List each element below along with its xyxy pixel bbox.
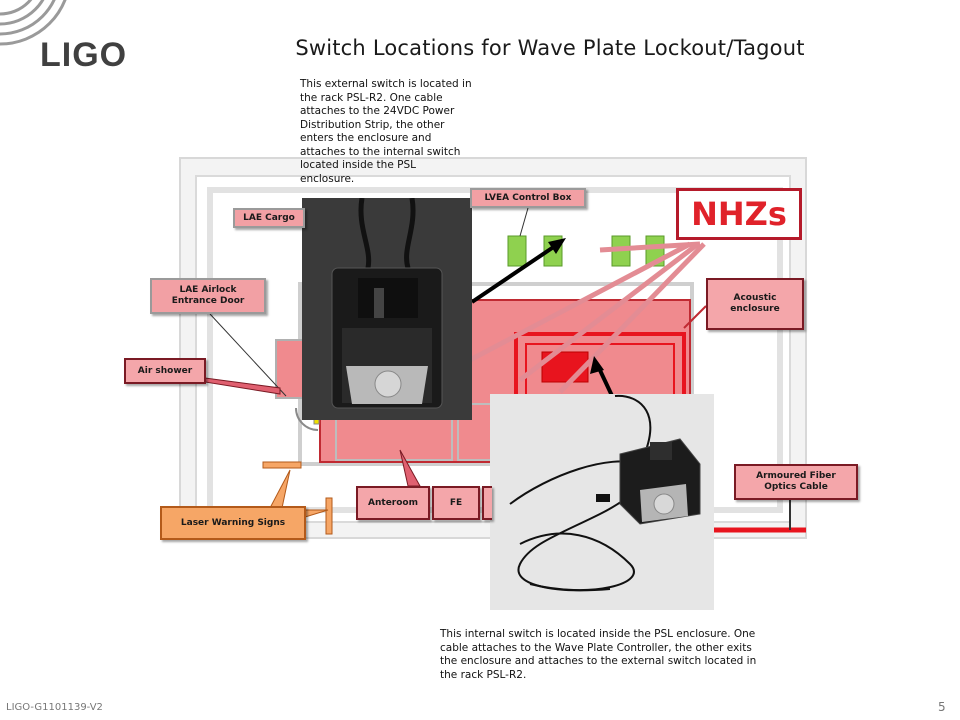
page-number: 5 bbox=[938, 700, 946, 714]
ligo-logo bbox=[0, 0, 160, 80]
leader-acoustic bbox=[683, 305, 707, 329]
external-switch-note: This external switch is located in the r… bbox=[300, 78, 472, 185]
page-title: Switch Locations for Wave Plate Lockout/… bbox=[295, 36, 805, 60]
callout-acoustic-enclosure: Acoustic enclosure bbox=[706, 278, 804, 330]
ligo-arcs-icon bbox=[0, 0, 67, 46]
internal-switch-note: This internal switch is located inside t… bbox=[440, 628, 757, 681]
internal-switch-photo bbox=[490, 394, 714, 610]
external-switch-photo bbox=[302, 198, 472, 420]
leader-airlock bbox=[209, 313, 287, 397]
internal-switch-image bbox=[490, 394, 714, 610]
callout-lvea-control-box: LVEA Control Box bbox=[470, 188, 586, 208]
callout-laser-warning: Laser Warning Signs bbox=[160, 506, 306, 540]
callout-partial bbox=[482, 486, 492, 520]
leader-lvea bbox=[519, 207, 529, 237]
callout-fe: FE bbox=[432, 486, 480, 520]
callout-anteroom: Anteroom bbox=[356, 486, 430, 520]
callout-lae-cargo: LAE Cargo bbox=[233, 208, 305, 228]
nhz-pointer-2 bbox=[518, 242, 700, 382]
nhz-label: NHZs bbox=[676, 188, 802, 240]
control-box-1 bbox=[507, 235, 527, 267]
nhz-pointer-4 bbox=[599, 241, 701, 253]
callout-lae-airlock: LAE Airlock Entrance Door bbox=[150, 278, 266, 314]
warning-sign-2 bbox=[325, 497, 333, 535]
logo-text: LIGO bbox=[40, 36, 128, 74]
callout-air-shower: Air shower bbox=[124, 358, 206, 384]
airlock-door-arc bbox=[295, 407, 319, 431]
arrow-to-lvea-box bbox=[470, 242, 560, 304]
callout-armoured-fiber: Armoured Fiber Optics Cable bbox=[734, 464, 858, 500]
external-switch-image bbox=[302, 198, 472, 420]
nhz-pointer-1 bbox=[468, 241, 692, 363]
nhz-pointer-3 bbox=[558, 242, 706, 394]
footer-document-id: LIGO-G1101139-V2 bbox=[6, 702, 103, 713]
warning-sign-1 bbox=[262, 461, 302, 469]
